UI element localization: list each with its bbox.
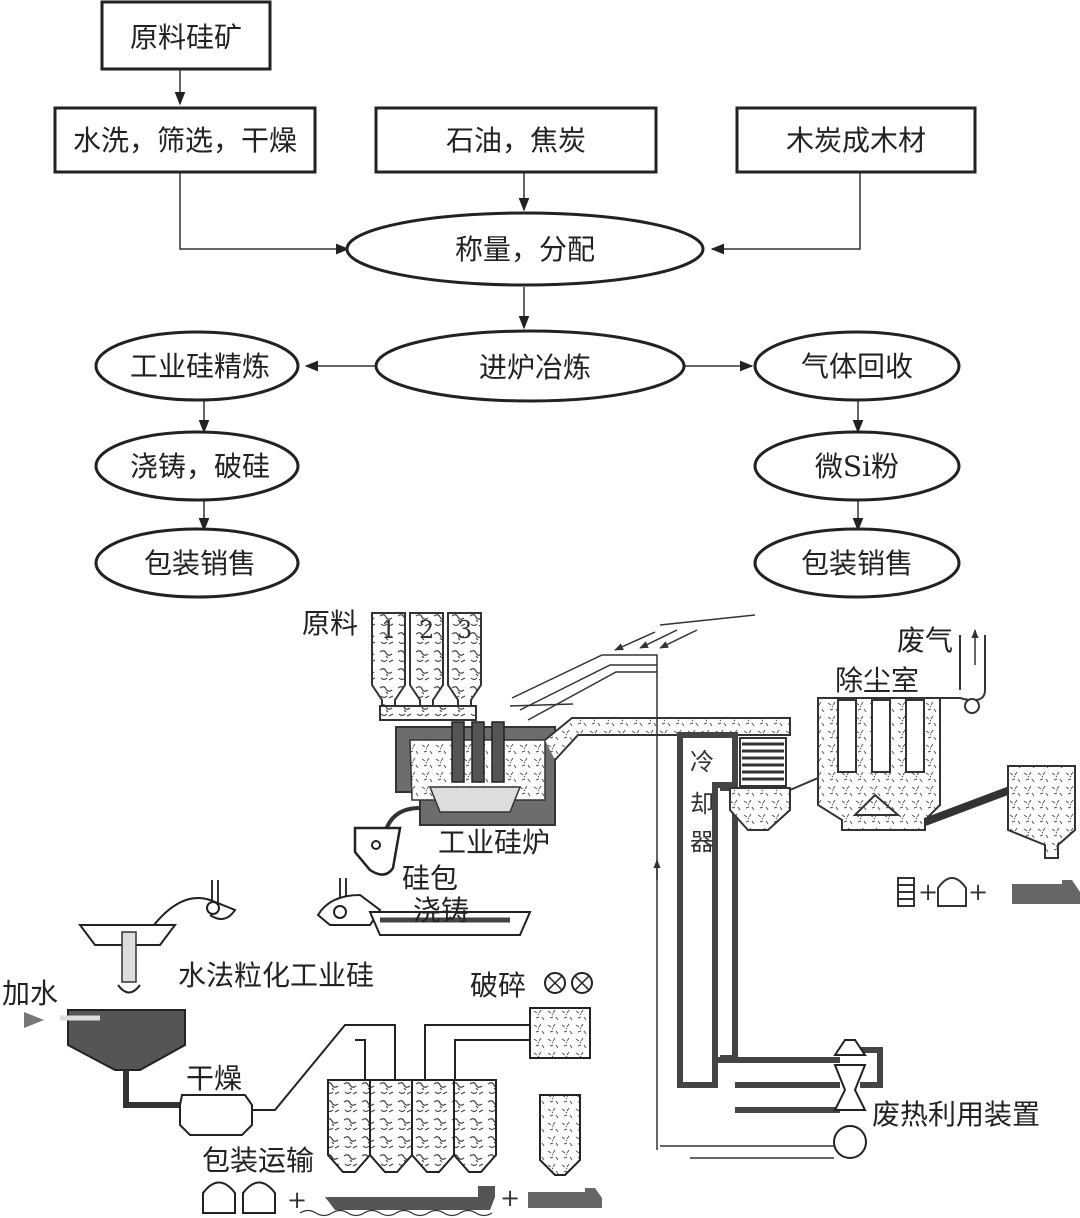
bag-icon — [242, 1181, 276, 1214]
conveyor-2 — [424, 1008, 546, 1080]
dryer — [179, 1094, 253, 1136]
edge-wash-to-weigh — [179, 172, 350, 255]
crushing-label: 破碎 — [470, 969, 526, 1002]
node-smelt: 进炉冶炼 — [374, 329, 686, 403]
node-gas-label: 气体回收 — [801, 350, 913, 383]
node-cast-label: 浇铸，破硅 — [130, 450, 270, 483]
hopper-collector — [379, 705, 477, 721]
node-pack-left: 包装销售 — [94, 527, 300, 599]
pack-transport-label: 包装运输 — [202, 1144, 314, 1177]
exhaust-label: 废气 — [897, 624, 953, 657]
add-water-label: 加水 — [2, 977, 58, 1010]
node-micro-si-label: 微Si粉 — [815, 450, 899, 483]
raw-material-label: 原料 — [302, 607, 358, 640]
node-petro-coke-label: 石油，焦炭 — [446, 124, 586, 157]
node-pack-right-label: 包装销售 — [801, 547, 913, 580]
node-gas: 气体回收 — [753, 330, 961, 402]
node-raw-ore: 原料硅矿 — [100, 0, 272, 71]
hoppers: 1 2 3 — [371, 612, 482, 721]
plus-sign: + — [918, 878, 938, 906]
cooler-label-3: 器 — [690, 828, 714, 856]
hopper-1-number: 1 — [381, 616, 396, 644]
flue-duct — [544, 717, 791, 761]
node-charcoal-label: 木炭成木材 — [786, 124, 926, 157]
drying-label: 干燥 — [186, 1062, 242, 1095]
plus-sign: + — [500, 1184, 520, 1212]
process-illustration: 原料 1 2 3 工业硅炉 硅包 — [2, 607, 1080, 1217]
node-weigh-label: 称量，分配 — [455, 233, 595, 266]
bag-icon — [937, 877, 967, 907]
node-refine-label: 工业硅精炼 — [130, 350, 270, 383]
granulation-label: 水法粒化工业硅 — [178, 959, 374, 992]
node-smelt-label: 进炉冶炼 — [479, 351, 591, 384]
dust-room — [789, 629, 1076, 859]
hopper-3-number: 3 — [457, 616, 472, 644]
electrode-3 — [491, 721, 505, 783]
node-refine: 工业硅精炼 — [94, 330, 300, 402]
node-pack-right: 包装销售 — [753, 527, 961, 599]
transport-icons: + + — [202, 1181, 602, 1217]
node-wash-label: 水洗，筛选，干燥 — [73, 124, 297, 157]
electrode-1 — [451, 721, 465, 783]
node-wash: 水洗，筛选，干燥 — [53, 106, 317, 174]
edge-charcoal-to-weigh — [710, 172, 861, 255]
plus-sign: + — [968, 878, 988, 906]
bag-icon — [202, 1181, 236, 1214]
node-charcoal: 木炭成木材 — [735, 106, 977, 174]
cooler-label-1: 冷 — [690, 748, 714, 776]
feed-lines — [509, 614, 756, 1150]
conveyor-1 — [252, 1024, 396, 1111]
plus-sign: + — [287, 1186, 307, 1214]
waste-heat-device — [660, 1039, 883, 1159]
flowchart: 原料硅矿 水洗，筛选，干燥 石油，焦炭 木炭成木材 称量，分配 进炉冶炼 工业硅… — [53, 0, 977, 599]
node-cast: 浇铸，破硅 — [94, 430, 300, 502]
ladle — [353, 826, 402, 876]
waste-heat-label: 废热利用装置 — [872, 1098, 1040, 1131]
furnace-label: 工业硅炉 — [438, 826, 550, 859]
cooler-label-2: 却 — [690, 790, 714, 818]
casting-label: 浇铸 — [413, 894, 469, 927]
granulation-tank — [24, 880, 237, 1108]
hopper-2-number: 2 — [419, 616, 434, 644]
cooler: 冷 却 器 — [677, 732, 791, 1088]
node-weigh: 称量，分配 — [345, 211, 705, 287]
node-raw-ore-label: 原料硅矿 — [130, 21, 242, 54]
electrode-2 — [471, 721, 485, 783]
dust-collector-bin — [1007, 765, 1076, 859]
node-petro-coke: 石油，焦炭 — [374, 106, 658, 174]
node-pack-left-label: 包装销售 — [144, 547, 256, 580]
ship-icon — [325, 1186, 495, 1210]
casting-ladle — [316, 878, 532, 936]
truck-icon — [528, 1188, 602, 1208]
crusher-hopper — [529, 1007, 591, 1059]
dust-packaging-icons: + + — [897, 877, 1080, 907]
silicon-furnace — [383, 721, 556, 834]
ladle-label: 硅包 — [402, 862, 458, 895]
crusher-icon — [544, 972, 593, 994]
node-micro-si: 微Si粉 — [753, 430, 961, 502]
water-inlet-arrow-icon — [24, 1012, 44, 1028]
storage-silos — [327, 1079, 581, 1176]
dust-room-label: 除尘室 — [835, 664, 919, 697]
truck-icon — [1012, 880, 1080, 904]
